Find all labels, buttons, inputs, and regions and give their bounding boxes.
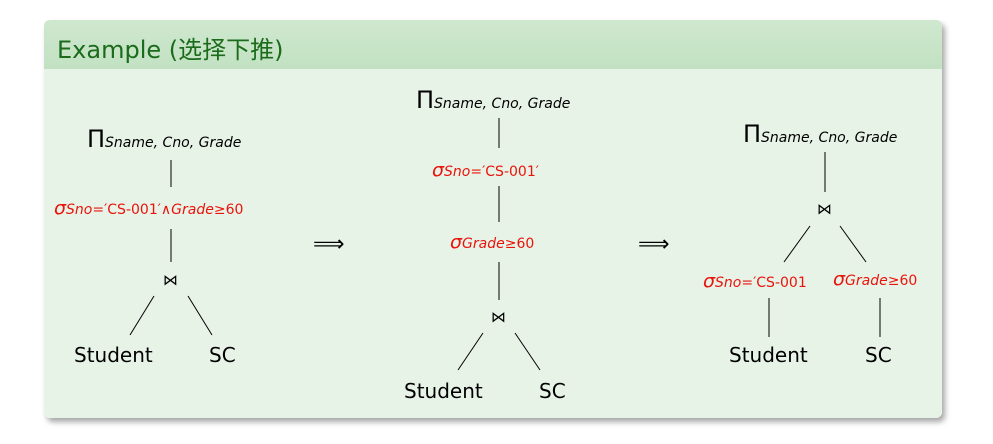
left-projection: ΠSname, Cno, Grade <box>87 127 241 151</box>
right-selection-grade: σGrade≥60 <box>833 270 917 289</box>
pi-symbol: Π <box>416 86 435 114</box>
transform-arrow-2: ⟹ <box>638 232 670 257</box>
left-relation-sc: SC <box>209 343 236 367</box>
middle-edge-join-student <box>457 332 484 371</box>
sigma-symbol: σ <box>833 268 846 290</box>
projection-attrs: Sname, Cno, Grade <box>761 130 898 146</box>
block-title-bar: Example (选择下推) <box>44 20 942 69</box>
op-ge60: ≥60 <box>887 273 918 289</box>
left-edge-join-sc <box>187 295 213 336</box>
sigma-symbol: σ <box>450 231 463 253</box>
attr-grade: Grade <box>845 273 888 289</box>
block-title: Example (选择下推) <box>57 36 284 64</box>
middle-relation-student: Student <box>404 379 483 403</box>
conj: ∧ <box>160 202 172 218</box>
middle-relation-sc: SC <box>539 379 566 403</box>
pi-symbol: Π <box>87 125 106 153</box>
op-cs001: =′CS-001′ <box>470 164 539 180</box>
left-edge-join-student <box>129 295 155 336</box>
attr-sno: Sno <box>444 164 471 180</box>
pi-symbol: Π <box>743 120 762 148</box>
left-join: ⋈ <box>163 271 178 289</box>
right-join: ⋈ <box>817 200 832 218</box>
middle-selection-sno: σSno=′CS-001′ <box>432 161 539 180</box>
attr-sno: Sno <box>715 275 742 291</box>
projection-attrs: Sname, Cno, Grade <box>105 135 242 151</box>
sigma-symbol: σ <box>703 270 716 292</box>
middle-edge-join-sc <box>514 332 541 371</box>
sigma-symbol: σ <box>54 197 67 219</box>
right-edge-join-sigma-grade <box>839 225 867 263</box>
transform-arrow-1: ⟹ <box>313 232 345 257</box>
op-ge60: ≥60 <box>504 236 535 252</box>
example-block: Example (选择下推) <box>44 20 942 418</box>
middle-selection-grade: σGrade≥60 <box>450 233 534 252</box>
left-relation-student: Student <box>74 343 153 367</box>
op-cs001: =′CS-001′ <box>92 202 161 218</box>
sigma-symbol: σ <box>432 159 445 181</box>
op-ge60: ≥60 <box>213 202 244 218</box>
right-relation-sc: SC <box>865 343 892 367</box>
attr-sno: Sno <box>66 202 93 218</box>
right-edge-join-sigma-sno <box>783 225 811 263</box>
left-selection-combined: σSno=′CS-001′∧Grade≥60 <box>54 199 243 218</box>
attr-grade: Grade <box>462 236 505 252</box>
middle-projection: ΠSname, Cno, Grade <box>416 88 570 112</box>
op-cs001: =′CS-001 <box>741 275 807 291</box>
right-relation-student: Student <box>729 343 808 367</box>
projection-attrs: Sname, Cno, Grade <box>434 96 571 112</box>
middle-join: ⋈ <box>491 308 506 326</box>
right-selection-sno: σSno=′CS-001 <box>703 272 807 291</box>
attr-grade: Grade <box>171 202 214 218</box>
block-body <box>44 69 942 418</box>
right-projection: ΠSname, Cno, Grade <box>743 122 897 146</box>
